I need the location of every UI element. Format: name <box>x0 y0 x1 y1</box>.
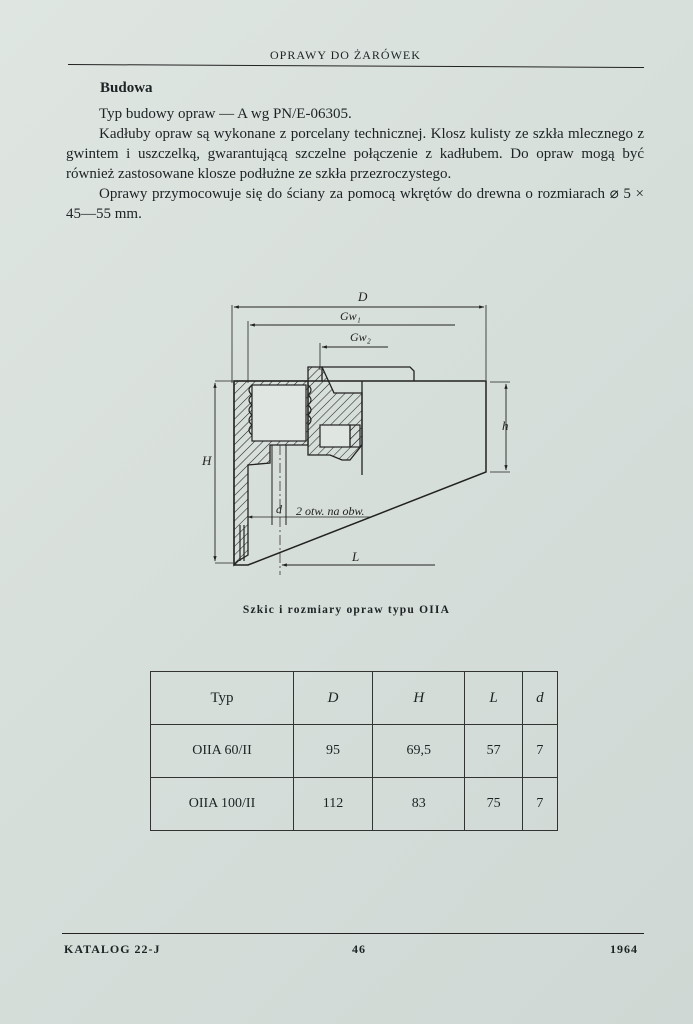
paragraph-mounting: Oprawy przymocowuje się do ściany za pom… <box>66 186 644 222</box>
header-d-small: d <box>522 671 559 725</box>
header-rule <box>67 64 644 69</box>
header-d: D <box>293 671 373 725</box>
cell-d: 95 <box>293 724 373 778</box>
body-text: Typ budowy opraw — A wg PN/E-06305. Kadł… <box>66 104 644 224</box>
dimensions-table: Typ D H L d OIIA 60/II 95 69,5 57 7 OIIA… <box>150 671 559 831</box>
technical-drawing: D Gw₁ Gw₂ h H d 2 otw. na obw. L <box>190 285 530 585</box>
cell-type: OIIA 60/II <box>150 724 294 778</box>
table-row: OIIA 60/II 95 69,5 57 7 <box>150 724 559 778</box>
footer-rule <box>62 933 644 934</box>
label-gw2: Gw₂ <box>350 330 371 344</box>
cell-type: OIIA 100/II <box>150 777 294 831</box>
table-row: OIIA 100/II 112 83 75 7 <box>150 777 559 831</box>
fixture-section-drawing: D Gw₁ Gw₂ h H d 2 otw. na obw. L <box>201 289 510 575</box>
page-number: 46 <box>352 942 366 956</box>
label-h-small: h <box>502 418 509 433</box>
cell-l: 75 <box>464 777 523 831</box>
table-header-row: Typ D H L d <box>150 671 559 725</box>
running-head: OPRAWY DO ŻARÓWEK <box>270 48 421 62</box>
cell-l: 57 <box>464 724 523 778</box>
label-d-outer: D <box>357 289 368 304</box>
label-holes: 2 otw. na obw. <box>296 504 365 518</box>
section-title: Budowa <box>100 80 153 96</box>
footer-year: 1964 <box>610 942 638 956</box>
label-h-large: H <box>201 453 212 468</box>
cell-d-small: 7 <box>522 724 559 778</box>
cell-h: 69,5 <box>372 724 466 778</box>
cell-d-small: 7 <box>522 777 559 831</box>
cell-h: 83 <box>372 777 466 831</box>
label-l: L <box>351 549 359 564</box>
figure-caption: Szkic i rozmiary opraw typu OIIA <box>242 604 451 616</box>
label-d-hole: d <box>276 502 283 516</box>
label-gw1: Gw₁ <box>340 309 361 323</box>
cell-d: 112 <box>293 777 373 831</box>
header-l: L <box>464 671 523 725</box>
header-h: H <box>372 671 466 725</box>
header-typ: Typ <box>150 671 294 725</box>
paragraph-standard: Typ budowy opraw — A wg PN/E-06305. <box>99 106 352 122</box>
footer-catalog: KATALOG 22-J <box>64 942 161 956</box>
paragraph-construction: Kadłuby opraw są wykonane z porcelany te… <box>66 126 644 182</box>
